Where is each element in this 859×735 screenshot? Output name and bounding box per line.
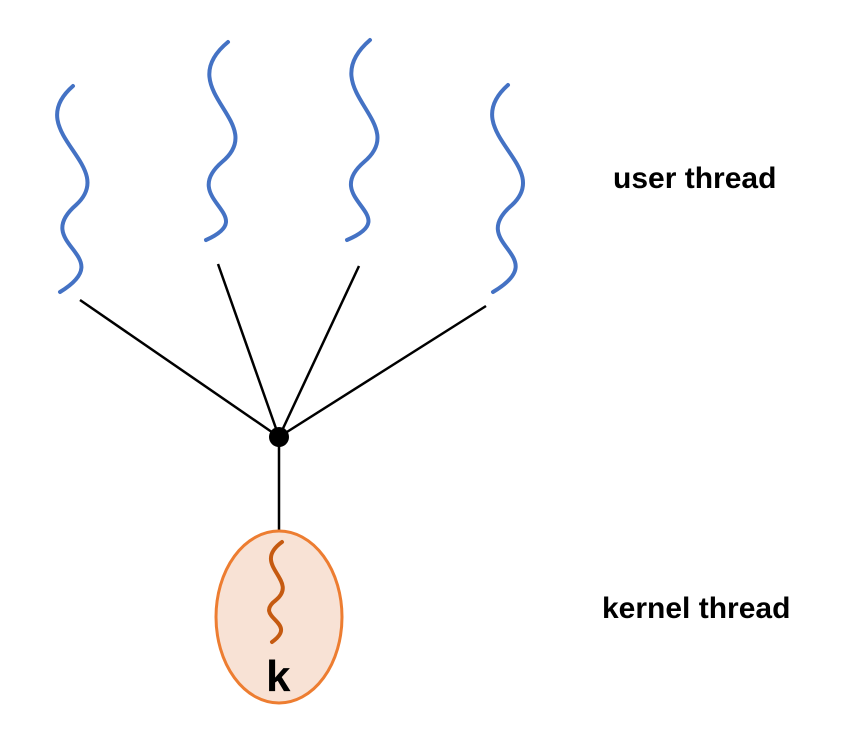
user-thread-4 [490,83,526,294]
connector-line-4 [278,304,487,439]
user-thread-1 [55,84,90,294]
connector-line-1 [79,298,280,439]
kernel-marker-label: k [266,652,291,701]
user-thread-3 [345,38,380,242]
kernel-thread-label: kernel thread [602,592,791,625]
kernel-thread-wave [267,540,285,644]
connector-line-2 [216,263,281,438]
user-thread-label: user thread [613,162,777,195]
connector-line-3 [277,265,361,438]
user-thread-2 [204,40,238,242]
junction-dot [269,427,289,447]
kernel-thread-ellipse [214,529,344,705]
